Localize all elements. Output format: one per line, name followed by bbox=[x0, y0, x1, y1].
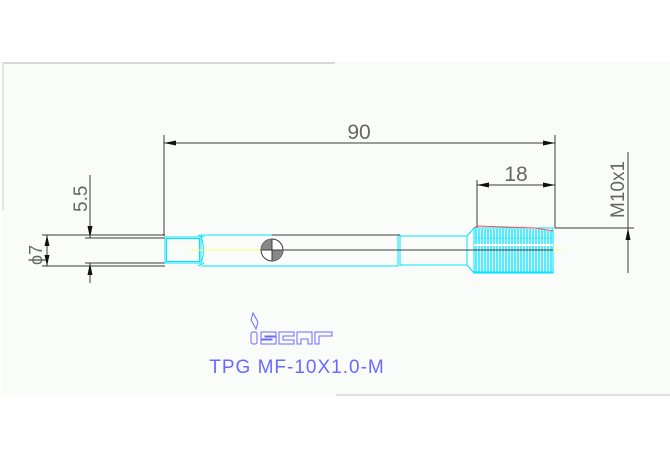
dimension-square-size bbox=[85, 175, 165, 283]
center-of-gravity-icon bbox=[260, 238, 284, 262]
dimension-shank-diameter bbox=[42, 234, 165, 267]
dimension-thread-length bbox=[476, 180, 555, 230]
dimension-overall-length bbox=[163, 135, 556, 236]
dimension-thread-spec bbox=[555, 152, 634, 273]
diameter-7-label: ϕ7 bbox=[26, 245, 46, 265]
dimension-90-label: 90 bbox=[347, 121, 370, 144]
tool-designation: TPG MF-10X1.0-M bbox=[209, 357, 384, 378]
thread-spec-label: M10x1 bbox=[608, 161, 629, 218]
dimension-18-label: 18 bbox=[504, 163, 527, 186]
iscar-logo bbox=[250, 311, 333, 345]
dimension-5.5-label: 5.5 bbox=[71, 186, 92, 212]
